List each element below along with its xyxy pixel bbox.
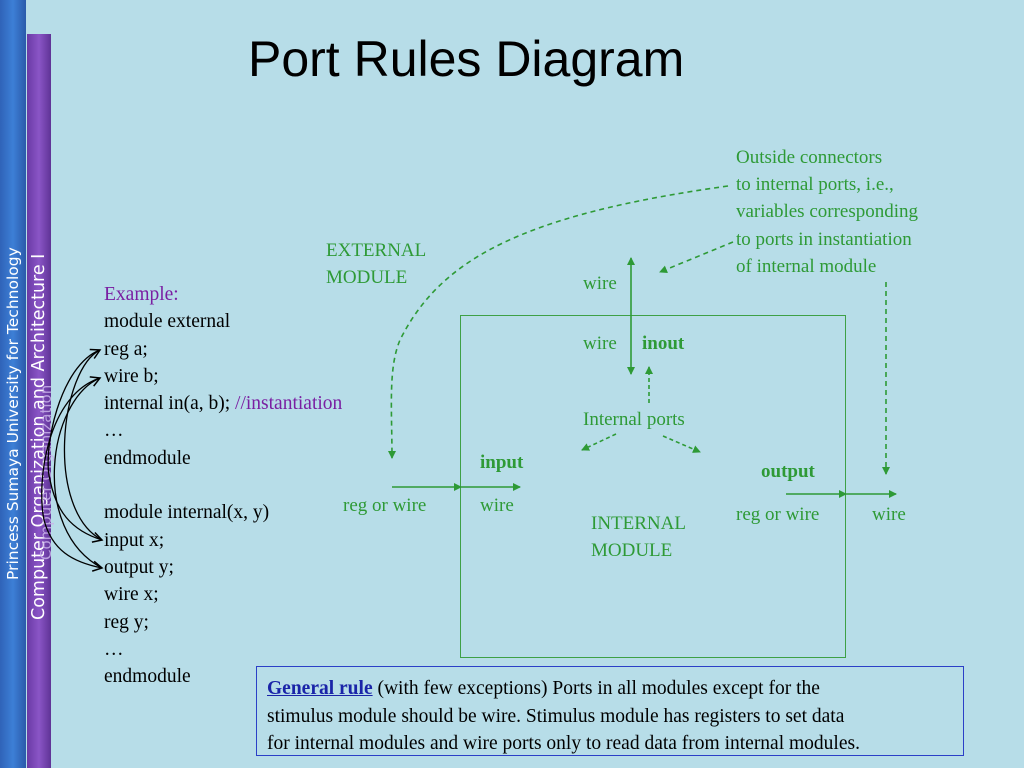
internal-ports-right-arrow xyxy=(662,435,701,453)
link-a-to-x xyxy=(47,349,104,543)
internal-ports-label: Internal ports xyxy=(583,409,685,430)
link-x-to-a xyxy=(63,348,103,541)
inout-label: inout xyxy=(642,333,685,354)
code-line: … xyxy=(104,638,124,660)
note-line: of internal module xyxy=(736,255,877,277)
inout-inner-wire-label: wire xyxy=(583,333,617,354)
output-outer-label: wire xyxy=(872,504,906,525)
code-line: module external xyxy=(104,311,231,333)
input-label: input xyxy=(480,452,524,473)
example-label: Example: xyxy=(104,284,179,305)
code-example: Example: module external reg a; wire b; … xyxy=(104,281,342,690)
code-line: input x; xyxy=(104,529,165,551)
link-y-to-b xyxy=(53,376,103,569)
rule-line: for internal modules and wire ports only… xyxy=(267,733,860,754)
note-line: to ports in instantiation xyxy=(736,228,912,250)
external-module-line: MODULE xyxy=(326,267,408,288)
code-line: endmodule xyxy=(104,447,191,469)
sidebar-purple-bar xyxy=(27,34,51,768)
instantiation-line: internal in(a, b); //instantiation xyxy=(104,390,342,417)
note-line: to internal ports, i.e., xyxy=(736,174,894,196)
rule-text: (with few exceptions) Ports in all modul… xyxy=(372,678,820,699)
internal-module-label: INTERNAL MODULE xyxy=(591,510,686,564)
note-line: variables corresponding xyxy=(736,201,919,223)
input-inner-label: wire xyxy=(480,495,514,516)
output-label: output xyxy=(761,461,815,482)
external-module-label: EXTERNAL MODULE xyxy=(326,237,426,291)
code-line: reg a; xyxy=(104,338,148,360)
code-line: module internal(x, y) xyxy=(104,502,270,524)
code-line: wire b; xyxy=(104,365,159,387)
rule-line: stimulus module should be wire. Stimulus… xyxy=(267,705,845,727)
code-line: … xyxy=(104,420,124,442)
code-line: reg y; xyxy=(104,611,149,633)
rule-heading: General rule xyxy=(267,678,373,699)
general-rule-box: General rule (with few exceptions) Ports… xyxy=(256,666,964,756)
internal-ports-left-arrow xyxy=(581,433,617,451)
note-line: Outside connectors xyxy=(736,147,883,168)
code-line: wire x; xyxy=(104,584,159,606)
internal-module-line: MODULE xyxy=(591,540,673,561)
outside-inout-arrow xyxy=(659,241,734,274)
instantiation-statement: internal in(a, b); xyxy=(104,393,236,415)
input-outer-label: reg or wire xyxy=(343,495,427,516)
output-inner-label: reg or wire xyxy=(736,504,820,525)
sidebar-blue-bar xyxy=(0,0,26,768)
inout-outer-wire-label: wire xyxy=(583,273,617,294)
rule-line: General rule (with few exceptions) Ports… xyxy=(267,675,963,703)
code-line: endmodule xyxy=(104,666,191,688)
instantiation-comment: //instantiation xyxy=(235,393,343,415)
slide-title: Port Rules Diagram xyxy=(248,31,685,87)
code-line: output y; xyxy=(104,556,174,578)
link-b-to-y xyxy=(41,377,104,572)
outside-connectors-note: Outside connectors to internal ports, i.… xyxy=(736,144,918,280)
internal-module-line: INTERNAL xyxy=(591,513,686,534)
external-module-line: EXTERNAL xyxy=(326,240,427,261)
